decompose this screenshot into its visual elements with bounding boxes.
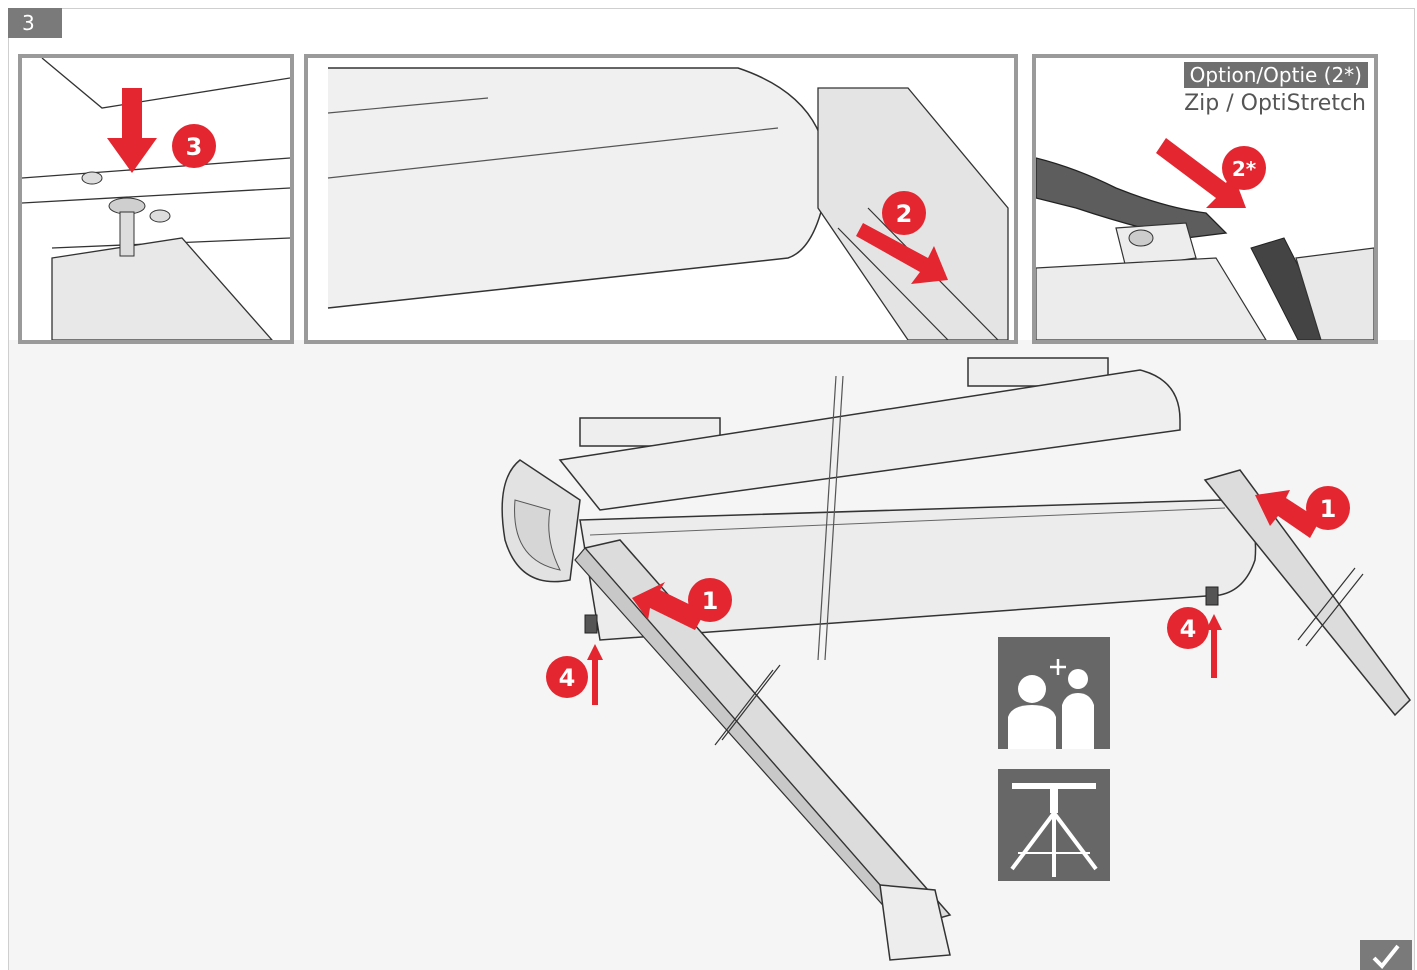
left-rail-foot [879, 884, 951, 961]
badge-3 [172, 124, 216, 168]
arrow-up-left [587, 644, 603, 705]
cassette-top [558, 369, 1181, 511]
arrow-up-right [1206, 614, 1222, 678]
detail-panel-screw: 3 [18, 54, 294, 344]
roller-body [327, 67, 829, 309]
support-stand-icon [998, 769, 1110, 881]
checkmark-icon [1360, 940, 1412, 970]
step-number: 3 [8, 8, 62, 38]
detail-panel-option-zip: 2* Option/Optie (2*) Zip / OptiStretch [1032, 54, 1378, 344]
option-title: Option/Optie (2*) [1183, 62, 1368, 88]
arrow-down-screw [107, 88, 157, 173]
screw-thread [119, 211, 135, 257]
set-screw-left [584, 614, 598, 634]
set-screw-right [1205, 586, 1219, 606]
arrow-slide-right-rail [1255, 490, 1320, 538]
badge-4-left-label: 4 [559, 664, 576, 692]
badge-4-left [546, 656, 588, 698]
badge-1-left [688, 578, 732, 622]
badge-1-left-label: 1 [702, 587, 719, 615]
badge-4-right-label: 4 [1180, 615, 1197, 643]
badge-2-star [1222, 146, 1266, 190]
two-installers-icon [998, 637, 1110, 749]
badge-1-right [1306, 486, 1350, 530]
frame-top-line [62, 8, 1414, 9]
option-subtitle: Zip / OptiStretch [1184, 91, 1366, 116]
zip-fabric [1036, 157, 1228, 239]
badge-2 [882, 191, 926, 235]
arrow-slide-left-rail [632, 582, 705, 630]
end-cap-recess [514, 499, 561, 571]
arrow-slide-roller [856, 223, 948, 284]
badge-2-label: 2 [896, 200, 913, 228]
badge-1-right-label: 1 [1320, 495, 1337, 523]
arrow-insert-zip [1156, 138, 1246, 208]
badge-4-right [1167, 607, 1209, 649]
frame-right-line [1414, 8, 1415, 970]
right-guide-rail [1203, 469, 1411, 717]
detail-panel-roller: 2 [304, 54, 1018, 344]
frame-left-line [8, 38, 9, 970]
badge-2-star-label: 2* [1232, 157, 1257, 181]
badge-3-label: 3 [186, 133, 203, 161]
